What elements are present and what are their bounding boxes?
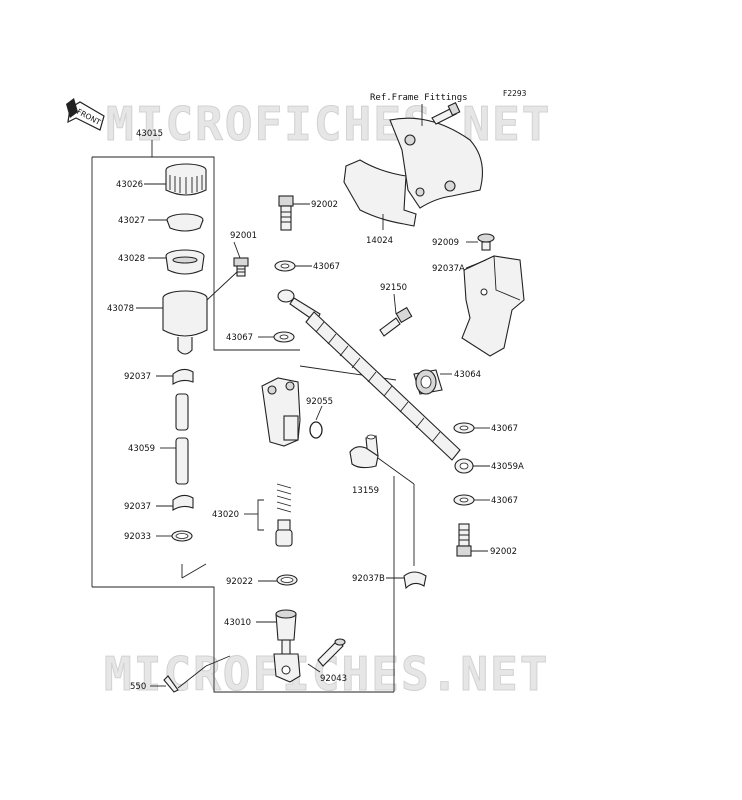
- label-92037A: 92037A: [432, 264, 465, 274]
- brake-hose-43059A: [277, 289, 474, 474]
- label-92009: 92009: [432, 238, 459, 248]
- master-cylinder-body: [261, 377, 301, 447]
- bolt-92009: [477, 233, 495, 251]
- label-43067-d: 43067: [491, 496, 518, 506]
- bolt-92002-top: [278, 195, 294, 231]
- diaphragm-plate-43027: [166, 213, 204, 232]
- bolt-92002-bottom: [456, 523, 472, 557]
- label-43020: 43020: [212, 510, 239, 520]
- leader-92033-bottom: [181, 563, 207, 579]
- pin-92043: [317, 638, 346, 667]
- label-43059A: 43059A: [491, 462, 524, 472]
- washer-43067-a: [274, 260, 296, 272]
- label-43067-c: 43067: [491, 424, 518, 434]
- label-43078: 43078: [107, 304, 134, 314]
- label-43028: 43028: [118, 254, 145, 264]
- label-43015: 43015: [136, 129, 163, 139]
- label-92043: 92043: [320, 674, 347, 684]
- bolt-92150: [379, 306, 413, 337]
- label-43067-a: 43067: [313, 262, 340, 272]
- diaphragm-43028: [165, 249, 205, 275]
- circlip-92033: [171, 530, 193, 542]
- label-92022: 92022: [226, 577, 253, 587]
- reservoir-cap-43026: [165, 163, 207, 196]
- label-43026: 43026: [116, 180, 143, 190]
- label-43059: 43059: [128, 444, 155, 454]
- label-92055: 92055: [306, 397, 333, 407]
- leader-lines: [136, 183, 490, 687]
- pushrod-43010: [273, 609, 301, 683]
- reservoir-43078: [162, 271, 238, 355]
- watermark-top: MICROFICHES.NET: [106, 97, 551, 151]
- label-43027: 43027: [118, 216, 145, 226]
- washer-43067-d: [453, 494, 475, 506]
- grommet-43064: [413, 369, 443, 395]
- label-43067-b: 43067: [226, 333, 253, 343]
- bolt-ref-frame: [431, 102, 461, 125]
- ref-frame-fittings-label: Ref.Frame Fittings: [370, 93, 468, 103]
- clamp-92037-top: [172, 368, 194, 385]
- washer-43067-b: [273, 331, 295, 343]
- clamp-92037B: [403, 571, 427, 590]
- front-arrow-icon: FRONT: [66, 98, 105, 131]
- label-92037-top: 92037: [124, 372, 151, 382]
- figure-code: F2293: [503, 89, 527, 98]
- bracket-92037A: [461, 255, 525, 357]
- label-92150: 92150: [380, 283, 407, 293]
- label-43010: 43010: [224, 618, 251, 628]
- label-92037B: 92037B: [352, 574, 385, 584]
- bracket-14024: [343, 159, 417, 227]
- label-92037-bottom: 92037: [124, 502, 151, 512]
- label-14024: 14024: [366, 236, 393, 246]
- label-550: 550: [130, 682, 146, 692]
- piston-assembly-43020: [257, 483, 293, 547]
- frame-fitting-guard: [389, 117, 483, 209]
- bolt-92001: [233, 257, 249, 277]
- label-92002-top: 92002: [311, 200, 338, 210]
- union-13159: [349, 434, 415, 566]
- circlip-92022: [276, 574, 298, 586]
- washer-43067-c: [453, 422, 475, 434]
- label-43064: 43064: [454, 370, 481, 380]
- label-92033: 92033: [124, 532, 151, 542]
- label-92001: 92001: [230, 231, 257, 241]
- cotter-pin-550: [163, 655, 231, 693]
- clamp-92037-bottom: [172, 494, 194, 511]
- hose-43059: [175, 393, 189, 485]
- label-92002-bottom: 92002: [490, 547, 517, 557]
- assembly-bracket-43015: [91, 140, 397, 693]
- label-13159: 13159: [352, 486, 379, 496]
- o-ring-92055: [309, 405, 323, 439]
